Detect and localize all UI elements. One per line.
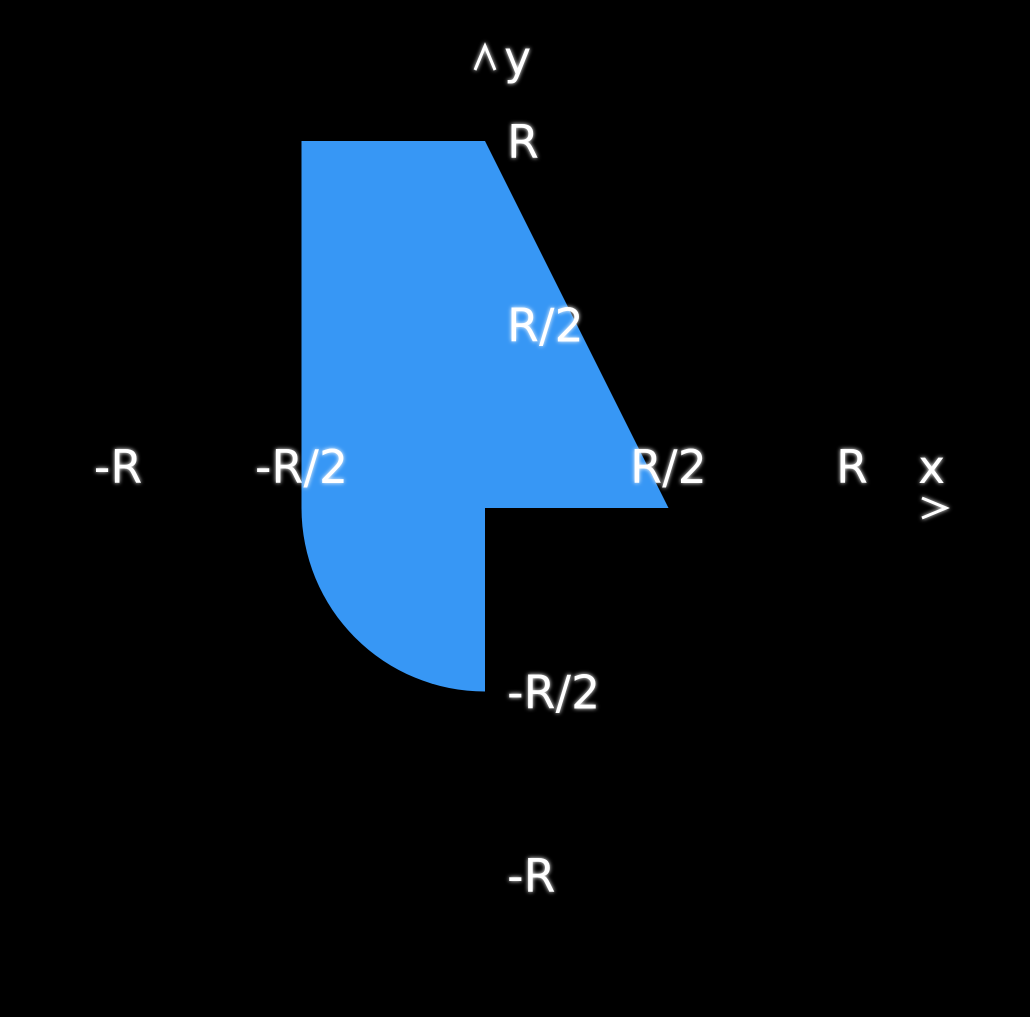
y-axis-label: y xyxy=(504,31,531,85)
region-quarter-circle xyxy=(301,508,485,692)
shaded-region xyxy=(301,141,669,692)
y-tick-label: R/2 xyxy=(507,299,584,353)
x-axis-label: x xyxy=(918,440,945,494)
x-tick-label: R xyxy=(836,440,868,494)
x-tick-label: -R/2 xyxy=(255,440,348,494)
region-rectangle xyxy=(301,141,485,508)
y-axis-arrow-icon xyxy=(473,42,497,71)
x-tick-label: R/2 xyxy=(630,440,707,494)
x-axis-arrow-icon xyxy=(921,496,950,520)
y-tick-label: R xyxy=(507,115,539,169)
y-tick-label: -R xyxy=(507,849,556,903)
region-triangle xyxy=(485,141,669,508)
x-tick-label: -R xyxy=(94,440,143,494)
y-tick-label: -R/2 xyxy=(507,666,600,720)
